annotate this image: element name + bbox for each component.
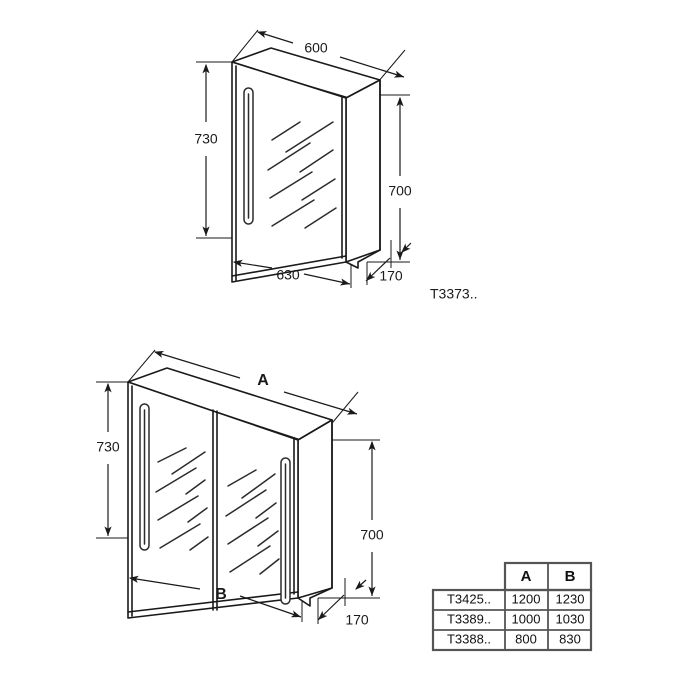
dim-label-630: 630 [276, 267, 300, 283]
dim-label-B: B [215, 586, 227, 603]
dimension-top-width-600: 600 [256, 31, 405, 78]
mirror-reflection-right [225, 469, 280, 575]
drawing-single-door-cabinet: 600 730 700 630 170 T3373.. [194, 29, 477, 302]
dimension-left-height-730-b: 730 [96, 382, 120, 536]
cabinet-body-single [231, 47, 381, 283]
dimension-left-height-730: 730 [194, 63, 218, 236]
cabinet-body-double [127, 367, 333, 619]
dim-label-170-a: 170 [379, 268, 403, 284]
dim-label-730-a: 730 [194, 131, 218, 147]
table-cell-b: 1230 [556, 591, 585, 606]
dimension-bottom-width-B: B [128, 575, 302, 618]
table-cell-a: 1200 [512, 591, 541, 606]
dim-label-700-a: 700 [388, 183, 412, 199]
mirror-reflection-left [155, 447, 209, 551]
dim-label-600: 600 [304, 40, 328, 56]
table-row: T3425.. 1200 1230 [447, 591, 585, 606]
dimension-table: A B T3425.. 1200 1230 T3389.. 1000 1030 … [431, 561, 593, 652]
dim-label-A: A [257, 372, 269, 389]
part-label-t3373: T3373.. [430, 286, 477, 302]
table-header-b: B [565, 568, 576, 585]
table-cell-b: 1030 [556, 611, 585, 626]
mirror-reflection-single [267, 121, 337, 229]
dim-label-170-b: 170 [345, 612, 369, 628]
dim-label-730-b: 730 [96, 439, 120, 455]
table-header-a: A [521, 568, 532, 585]
table-cell-a: 1000 [512, 611, 541, 626]
table-cell-model: T3425.. [447, 591, 491, 606]
table-cell-model: T3388.. [447, 631, 491, 646]
dimension-bottom-width-630: 630 [232, 259, 351, 286]
table-cell-b: 830 [559, 631, 581, 646]
dimension-right-height-700-b: 700 [360, 440, 384, 596]
dimension-depth-170-b: 170 [317, 579, 369, 628]
door-handle-right [280, 457, 291, 605]
drawing-double-door-cabinet: A 730 700 B 170 [96, 349, 384, 628]
table-cell-model: T3389.. [447, 611, 491, 626]
dimension-right-height-700: 700 [388, 96, 412, 260]
table-row: T3389.. 1000 1030 [447, 611, 585, 626]
dimension-top-width-A: A [153, 351, 358, 415]
dimension-depth-170: 170 [365, 242, 412, 284]
door-handle-left [139, 403, 150, 551]
dim-label-700-b: 700 [360, 527, 384, 543]
table-cell-a: 800 [515, 631, 537, 646]
door-handle-single [243, 87, 254, 225]
table-row: T3388.. 800 830 [447, 631, 581, 646]
